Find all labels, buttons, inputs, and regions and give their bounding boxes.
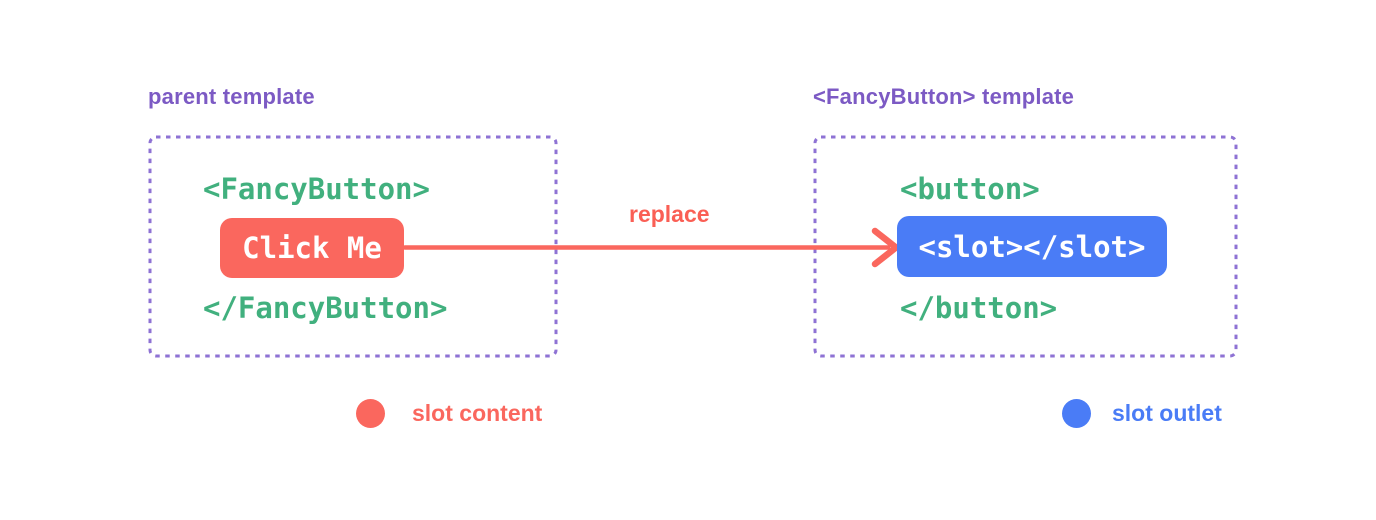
slot-outlet-code: <slot></slot> <box>918 229 1146 264</box>
click-me-button-label: Click Me <box>242 231 382 265</box>
slot-content-legend-label: slot content <box>412 400 543 426</box>
legend-item-slot-content: slot content <box>356 399 542 428</box>
parent-template-title: parent template <box>148 84 315 109</box>
slot-content-dot-icon <box>356 399 385 428</box>
slot-outlet-dot-icon <box>1062 399 1091 428</box>
fancybutton-close-tag-code: </FancyButton> <box>203 291 448 325</box>
slot-outlet-box: <slot></slot> <box>897 216 1167 277</box>
button-open-tag-code: <button> <box>900 172 1040 206</box>
button-close-tag-code: </button> <box>900 291 1058 325</box>
slot-outlet-legend-label: slot outlet <box>1112 400 1222 426</box>
fancybutton-template-title: <FancyButton> template <box>813 84 1075 109</box>
replace-arrow-label: replace <box>629 201 710 227</box>
fancybutton-open-tag-code: <FancyButton> <box>203 172 430 206</box>
replace-arrow-head-icon <box>871 227 900 268</box>
click-me-button: Click Me <box>220 218 404 278</box>
legend-item-slot-outlet: slot outlet <box>1062 399 1222 428</box>
